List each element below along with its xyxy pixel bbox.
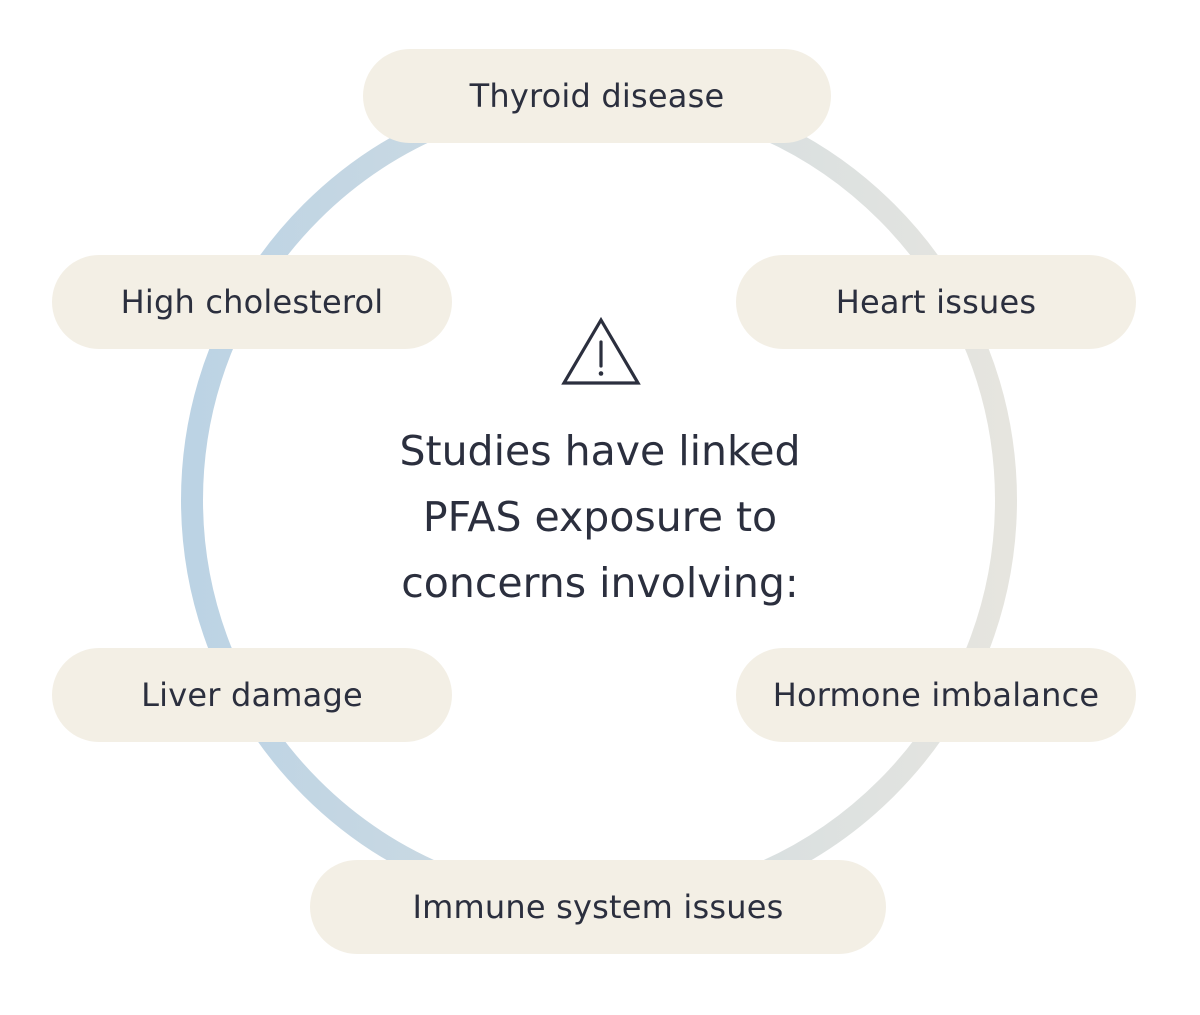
concern-label-thyroid: Thyroid disease bbox=[469, 77, 725, 115]
warning-triangle-icon bbox=[561, 316, 641, 385]
concern-pill-hormone: Hormone imbalance bbox=[736, 648, 1136, 742]
concern-label-hormone: Hormone imbalance bbox=[772, 676, 1100, 714]
center-statement-line-2: PFAS exposure to bbox=[422, 493, 778, 541]
center-statement-line-1: Studies have linked bbox=[399, 427, 801, 475]
concern-label-cholesterol: High cholesterol bbox=[120, 283, 384, 321]
concern-label-heart: Heart issues bbox=[835, 283, 1037, 321]
concern-pill-immune: Immune system issues bbox=[310, 860, 886, 954]
concern-pill-thyroid: Thyroid disease bbox=[363, 49, 831, 143]
concern-pill-cholesterol: High cholesterol bbox=[52, 255, 452, 349]
concern-pill-liver: Liver damage bbox=[52, 648, 452, 742]
concern-pill-heart: Heart issues bbox=[736, 255, 1136, 349]
concern-label-immune: Immune system issues bbox=[412, 888, 784, 926]
center-statement: Studies have linked PFAS exposure to con… bbox=[360, 418, 840, 616]
center-statement-line-3: concerns involving: bbox=[401, 559, 799, 607]
concern-label-liver: Liver damage bbox=[141, 676, 363, 714]
